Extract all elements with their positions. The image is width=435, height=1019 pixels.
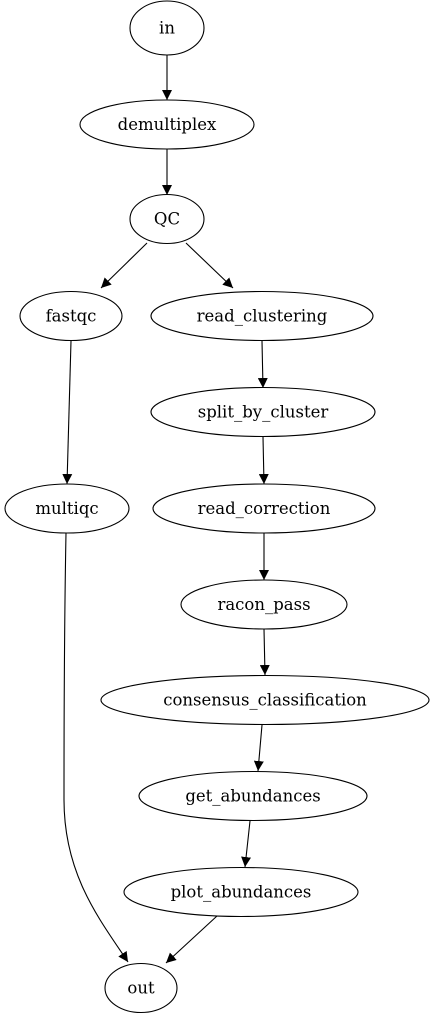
node-split-by-cluster: split_by_cluster: [150, 386, 376, 438]
node-get-abundances: get_abundances: [138, 770, 368, 822]
node-read-correction: read_correction: [152, 483, 376, 534]
node-demultiplex: demultiplex: [79, 99, 255, 150]
node-multiqc-label: multiqc: [35, 499, 98, 518]
node-demultiplex-shape: [79, 99, 255, 150]
node-in-label: in: [159, 19, 175, 38]
node-split-by-cluster-shape: [150, 386, 376, 438]
node-fastqc: fastqc: [19, 290, 123, 342]
node-fastqc-shape: [19, 290, 123, 342]
node-split-by-cluster-label: split_by_cluster: [198, 403, 329, 422]
node-fastqc-label: fastqc: [46, 307, 97, 326]
edge-racon-pass-consensus-classification: [259, 628, 270, 676]
node-read-correction-shape: [152, 483, 376, 534]
node-read-correction-label: read_correction: [198, 499, 331, 518]
node-read-clustering: read_clustering: [150, 290, 374, 342]
edge-qc-read-clustering: [185, 242, 234, 289]
node-consensus-classification-shape: [100, 674, 430, 726]
node-get-abundances-label: get_abundances: [185, 787, 320, 806]
edge-plot-abundances-out: [165, 915, 218, 964]
node-out: out: [104, 962, 178, 1014]
node-read-clustering-shape: [150, 290, 374, 342]
node-out-shape: [104, 962, 178, 1014]
node-demultiplex-label: demultiplex: [118, 115, 217, 134]
node-get-abundances-shape: [138, 770, 368, 822]
node-out-label: out: [127, 979, 155, 998]
node-racon-pass-shape: [180, 579, 348, 630]
node-plot-abundances-label: plot_abundances: [171, 883, 312, 902]
edge-get-abundances-plot-abundances: [241, 820, 252, 868]
edge-fastqc-multiqc: [62, 340, 73, 485]
edges: [62, 55, 270, 964]
node-qc: QC: [129, 193, 205, 245]
node-in: in: [129, 0, 205, 56]
node-consensus-classification: consensus_classification: [100, 674, 430, 726]
node-plot-abundances-shape: [123, 866, 359, 918]
edge-consensus-classification-get-abundances: [253, 724, 264, 772]
node-multiqc: multiqc: [4, 483, 130, 534]
node-in-shape: [129, 0, 205, 56]
node-qc-shape: [129, 193, 205, 245]
edge-multiqc-out: [63, 532, 129, 963]
node-racon-pass: racon_pass: [180, 579, 348, 630]
node-multiqc-shape: [4, 483, 130, 534]
node-read-clustering-label: read_clustering: [197, 307, 328, 326]
edge-read-clustering-split-by-cluster: [257, 340, 268, 389]
edge-split-by-cluster-read-correction: [258, 436, 269, 485]
node-consensus-classification-label: consensus_classification: [163, 691, 367, 710]
node-racon-pass-label: racon_pass: [217, 595, 310, 614]
node-plot-abundances: plot_abundances: [123, 866, 359, 918]
edge-qc-fastqc: [100, 242, 148, 289]
node-qc-label: QC: [154, 210, 180, 229]
